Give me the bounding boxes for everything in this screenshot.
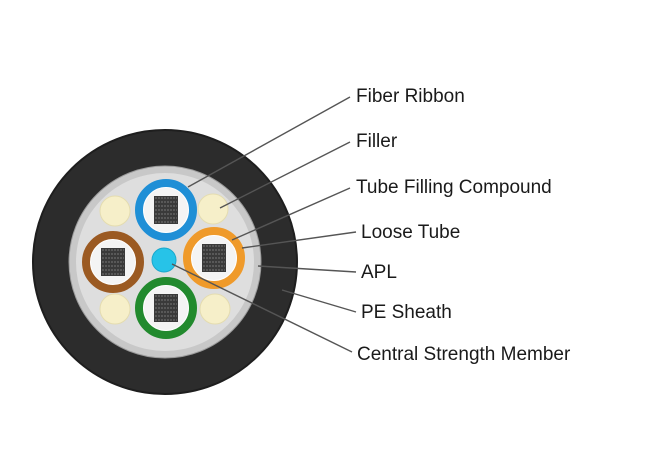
label-pe-sheath: PE Sheath [361,302,452,323]
label-tube-filling-compound: Tube Filling Compound [356,177,552,198]
leader-line-tube-filling-compound [231,187,351,241]
filler-top-left [99,195,131,227]
label-fiber-ribbon: Fiber Ribbon [356,86,465,107]
loose-tube-orange [183,227,245,289]
cable-cross-section [32,129,298,395]
leader-line-central-strength-member [171,263,353,353]
leader-line-pe-sheath [281,289,357,313]
label-loose-tube: Loose Tube [361,222,460,243]
loose-tube-brown [82,231,144,293]
central-strength-member [151,247,177,273]
label-apl: APL [361,262,397,283]
label-filler: Filler [356,131,398,152]
filler-bottom-right [199,293,231,325]
filler-bottom-left [99,293,131,325]
loose-tube-blue [135,179,197,241]
leader-line-loose-tube [241,231,357,249]
loose-tube-brown-fiber-ribbon-stack [101,248,125,276]
callout-labels: Fiber Ribbon Filler Tube Filling Compoun… [356,86,571,365]
loose-tube-blue-fiber-ribbon-stack [154,196,178,224]
leader-lines [171,96,357,353]
filler-top-right [197,193,229,225]
loose-tube-green [135,277,197,339]
leader-line-filler [219,141,351,209]
loose-tube-orange-fiber-ribbon-stack [202,244,226,272]
leader-line-apl [257,265,357,273]
label-central-strength-member: Central Strength Member [357,344,571,365]
leader-line-fiber-ribbon [187,96,351,188]
loose-tube-green-fiber-ribbon-stack [154,294,178,322]
